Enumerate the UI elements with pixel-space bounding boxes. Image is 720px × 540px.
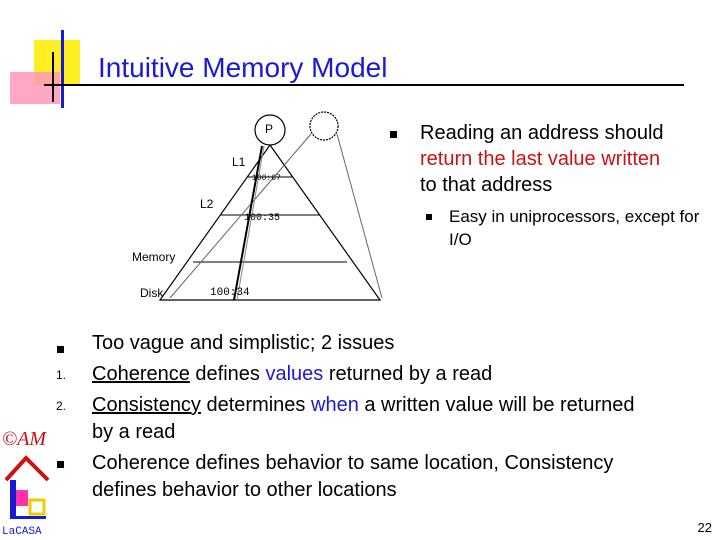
bullet-icon <box>390 131 397 138</box>
right-bullet-text: Reading an address should return the las… <box>420 120 710 198</box>
list-item-coherence: Coherence defines values returned by a r… <box>92 361 492 388</box>
list-item-consistency: Consistency determines when a written va… <box>92 392 635 419</box>
list-item-text: determines <box>201 394 311 416</box>
list-item-consistency-cont: by a read <box>92 419 175 446</box>
right-bullet-highlight: return the last value written <box>420 148 660 170</box>
list-item-text: returned by a read <box>323 363 492 385</box>
list-last: Coherence defines behavior to same locat… <box>92 450 613 477</box>
memory-label: Memory <box>132 250 175 264</box>
when-highlight: when <box>311 394 359 416</box>
sub-bullet-icon <box>426 214 432 220</box>
processor-label: P <box>265 122 273 136</box>
list-number: 1. <box>56 368 66 382</box>
page-number: 22 <box>698 520 712 535</box>
consistency-term: Consistency <box>92 394 201 416</box>
list-number: 2. <box>56 399 66 413</box>
right-bullet-lead: Reading an address should <box>420 122 664 144</box>
l1-label: L1 <box>232 155 245 169</box>
list-item-text: defines <box>190 363 266 385</box>
bullet-icon <box>57 346 64 353</box>
l2-value: 100:35 <box>244 213 280 224</box>
coherence-term: Coherence <box>92 363 190 385</box>
right-sub-bullet: Easy in uniprocessors, except for I/O <box>449 205 709 251</box>
list-last-cont: defines behavior to other locations <box>92 477 397 504</box>
values-highlight: values <box>265 363 323 385</box>
lacasa-house-icon <box>4 440 52 522</box>
list-item-text: a written value will be returned <box>359 394 635 416</box>
l1-value: 100:67 <box>252 174 281 183</box>
right-bullet-tail: to that address <box>420 174 552 196</box>
list-intro: Too vague and simplistic; 2 issues <box>92 330 394 357</box>
bullet-icon <box>57 461 64 468</box>
disk-value: 100:34 <box>210 287 250 299</box>
lacasa-logo-text: LaCASA <box>2 526 42 538</box>
disk-label: Disk <box>140 286 163 300</box>
l2-label: L2 <box>200 197 213 211</box>
